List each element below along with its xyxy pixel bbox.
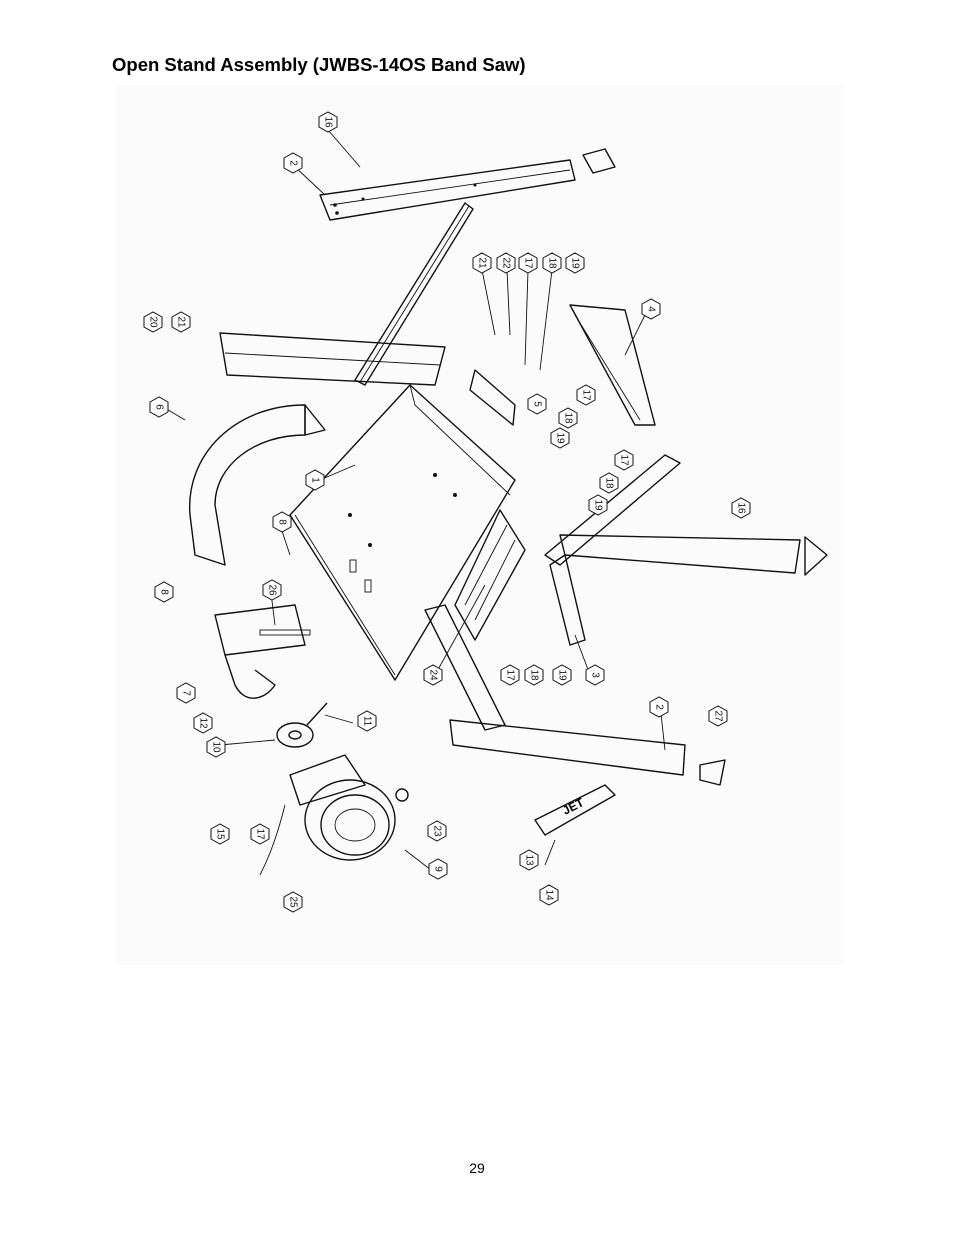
svg-text:4: 4 — [646, 306, 657, 312]
pulley-assembly — [276, 702, 328, 748]
svg-text:19: 19 — [570, 257, 581, 269]
svg-text:19: 19 — [593, 499, 604, 511]
svg-text:13: 13 — [524, 854, 535, 866]
svg-text:18: 18 — [604, 477, 615, 489]
svg-text:17: 17 — [523, 257, 534, 269]
svg-text:17: 17 — [619, 454, 630, 466]
svg-text:17: 17 — [505, 669, 516, 681]
rails-part-24 — [454, 509, 526, 641]
svg-text:10: 10 — [211, 741, 222, 753]
main-body-part-1 — [289, 384, 516, 681]
svg-text:18: 18 — [547, 257, 558, 269]
diagonal-rail — [354, 202, 474, 386]
top-leg-part-2 — [319, 148, 616, 221]
right-leg-part-4 — [569, 304, 656, 426]
svg-text:22: 22 — [501, 257, 512, 269]
svg-text:19: 19 — [555, 432, 566, 444]
exploded-parts-diagram: JET 16 2 21 22 17 18 19 20 21 4 6 5 17 — [115, 85, 843, 965]
svg-text:5: 5 — [532, 401, 543, 407]
svg-text:2: 2 — [288, 160, 299, 166]
svg-text:26: 26 — [267, 584, 278, 596]
svg-text:2: 2 — [654, 704, 665, 710]
shelf-bracket-part-5 — [469, 369, 516, 426]
lower-leg-part-2 — [424, 604, 726, 786]
svg-text:9: 9 — [433, 866, 444, 872]
callout-labels: 16 2 21 22 17 18 19 20 21 4 6 5 17 18 19… — [143, 111, 751, 913]
motor-bracket-part-7 — [214, 604, 311, 699]
svg-text:20: 20 — [148, 316, 159, 328]
svg-text:17: 17 — [581, 389, 592, 401]
left-brace — [219, 332, 446, 386]
svg-text:19: 19 — [557, 669, 568, 681]
leg-part-3 — [549, 554, 586, 646]
svg-text:18: 18 — [529, 669, 540, 681]
svg-text:12: 12 — [198, 717, 209, 729]
svg-text:15: 15 — [215, 828, 226, 840]
svg-text:18: 18 — [563, 412, 574, 424]
svg-text:14: 14 — [544, 889, 555, 901]
svg-text:27: 27 — [713, 710, 724, 722]
svg-text:6: 6 — [154, 404, 165, 410]
svg-text:21: 21 — [176, 316, 187, 328]
svg-text:8: 8 — [277, 519, 288, 525]
curved-arm-part-6 — [189, 404, 326, 566]
svg-text:23: 23 — [432, 825, 443, 837]
svg-text:3: 3 — [590, 672, 601, 678]
svg-text:7: 7 — [181, 690, 192, 696]
svg-text:1: 1 — [310, 477, 321, 483]
page-title: Open Stand Assembly (JWBS-14OS Band Saw) — [112, 54, 526, 75]
svg-text:24: 24 — [428, 669, 439, 681]
svg-text:17: 17 — [255, 828, 266, 840]
page-number: 29 — [469, 1160, 485, 1176]
svg-text:8: 8 — [159, 589, 170, 595]
svg-text:25: 25 — [288, 896, 299, 908]
motor-part-9 — [259, 754, 409, 876]
svg-text:11: 11 — [362, 716, 373, 727]
svg-text:16: 16 — [323, 116, 334, 128]
svg-text:21: 21 — [477, 257, 488, 269]
svg-text:16: 16 — [736, 502, 747, 514]
